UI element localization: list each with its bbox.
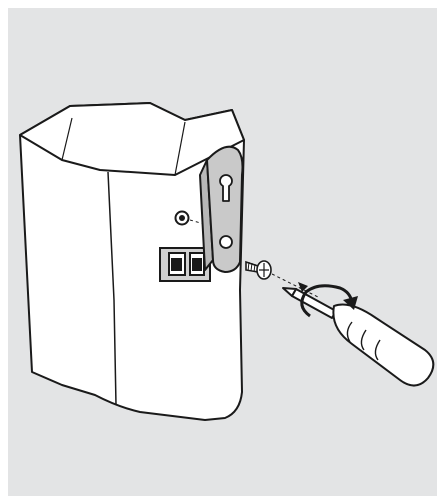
bracket-screw-hole-icon [220,236,232,248]
speaker-terminal-panel [160,248,210,281]
cabinet-screw-hole [176,212,189,225]
wall-mount-bracket [200,147,243,272]
terminal-right-clip [193,259,201,270]
bracket-plate [207,147,243,272]
screw-hole-center [179,215,185,221]
terminal-left-clip [172,259,181,270]
